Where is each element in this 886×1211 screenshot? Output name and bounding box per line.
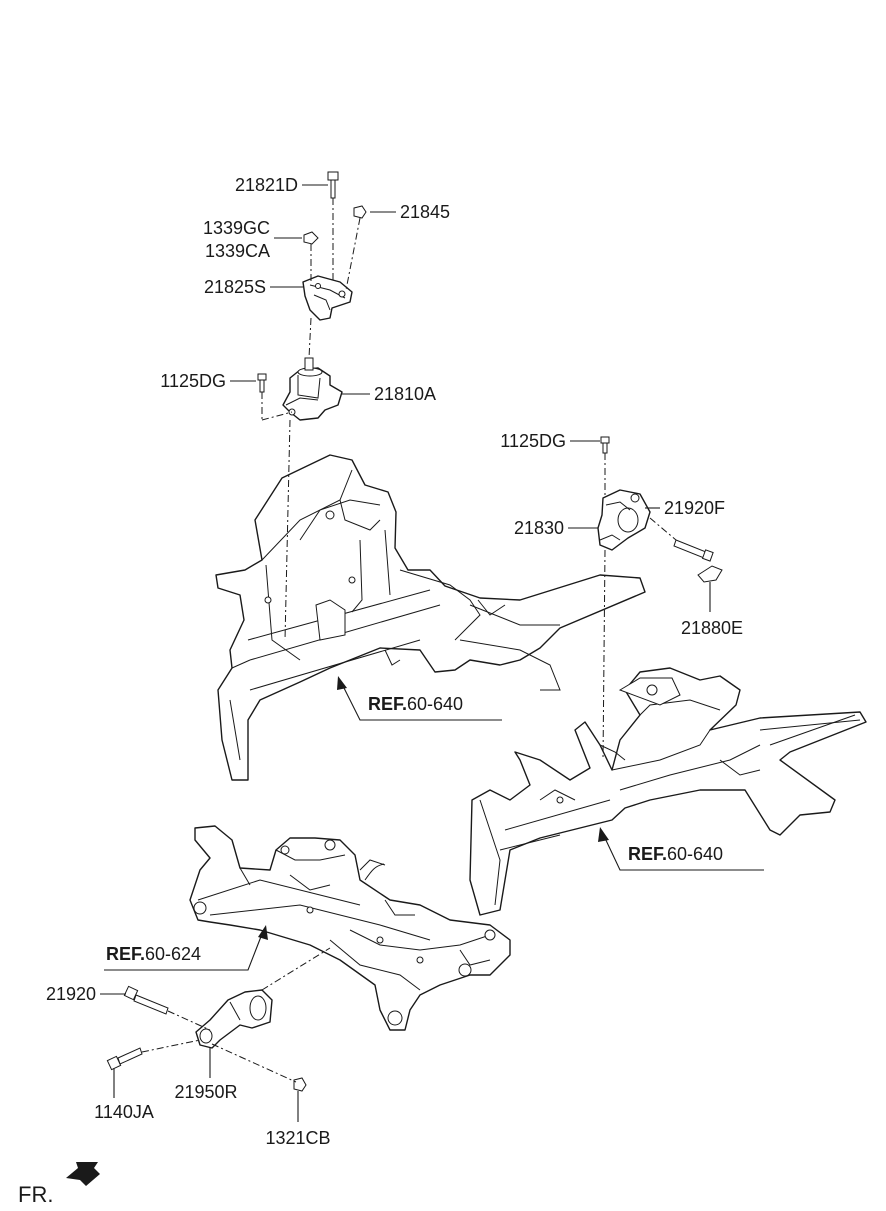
ref-arrow-3	[104, 925, 268, 971]
ref-num-2: 60-640	[667, 844, 723, 864]
nut-1321CB	[293, 1077, 307, 1092]
label-1140JA: 1140JA	[94, 1102, 154, 1122]
label-21830: 21830	[514, 518, 564, 538]
label-21810A: 21810A	[374, 384, 436, 404]
bolt-21821D	[327, 171, 339, 199]
ref-label-1: REF.60-640	[368, 694, 463, 714]
label-21920: 21920	[46, 984, 96, 1004]
label-21821D: 21821D	[235, 175, 298, 195]
transmission-mount	[597, 489, 651, 551]
ref-arrow-2	[598, 827, 764, 871]
bolt-1140JA	[106, 1047, 143, 1071]
ref-arrow-1	[337, 676, 502, 721]
mount-bracket	[302, 275, 353, 321]
label-21880E: 21880E	[681, 618, 743, 638]
bolt-1125DG-b	[600, 436, 610, 454]
roll-rod-mount	[195, 989, 273, 1049]
ref-label-2: REF.60-640	[628, 844, 723, 864]
leader-lines	[100, 184, 711, 1122]
ref-prefix-2: REF.	[628, 844, 667, 864]
ref-prefix-1: REF.	[368, 694, 407, 714]
bolt-1125DG-a	[257, 373, 267, 393]
ref-num-3: 60-624	[145, 944, 201, 964]
label-1125DG-a: 1125DG	[160, 371, 226, 391]
label-21825S: 21825S	[204, 277, 266, 297]
ref-num-1: 60-640	[407, 694, 463, 714]
part-labels: 21821D 21845 1339GC 1339CA 21825S 1125DG…	[46, 175, 743, 1148]
bolt-21920F	[673, 539, 714, 562]
label-21845: 21845	[400, 202, 450, 222]
bracket-21880E	[697, 565, 723, 583]
bolt-21920	[123, 985, 169, 1015]
label-1321CB: 1321CB	[265, 1128, 330, 1148]
reference-labels: REF.60-640 REF.60-640 REF.60-624	[106, 694, 723, 964]
sub-frame	[189, 825, 511, 1031]
label-21950R: 21950R	[174, 1082, 237, 1102]
label-1125DG-b: 1125DG	[500, 431, 566, 451]
right-side-member	[469, 667, 867, 916]
ref-prefix-3: REF.	[106, 944, 145, 964]
nut-1339	[303, 231, 319, 245]
engine-mount-bracket	[282, 357, 343, 421]
left-side-member	[215, 454, 646, 781]
label-21920F: 21920F	[664, 498, 725, 518]
nut-21845	[353, 205, 367, 219]
ref-label-3: REF.60-624	[106, 944, 201, 964]
alignment-lines	[141, 198, 677, 1083]
front-arrow-icon	[66, 1162, 100, 1186]
label-1339CA: 1339CA	[205, 241, 270, 261]
front-indicator: FR.	[18, 1182, 53, 1207]
label-1339GC: 1339GC	[203, 218, 270, 238]
